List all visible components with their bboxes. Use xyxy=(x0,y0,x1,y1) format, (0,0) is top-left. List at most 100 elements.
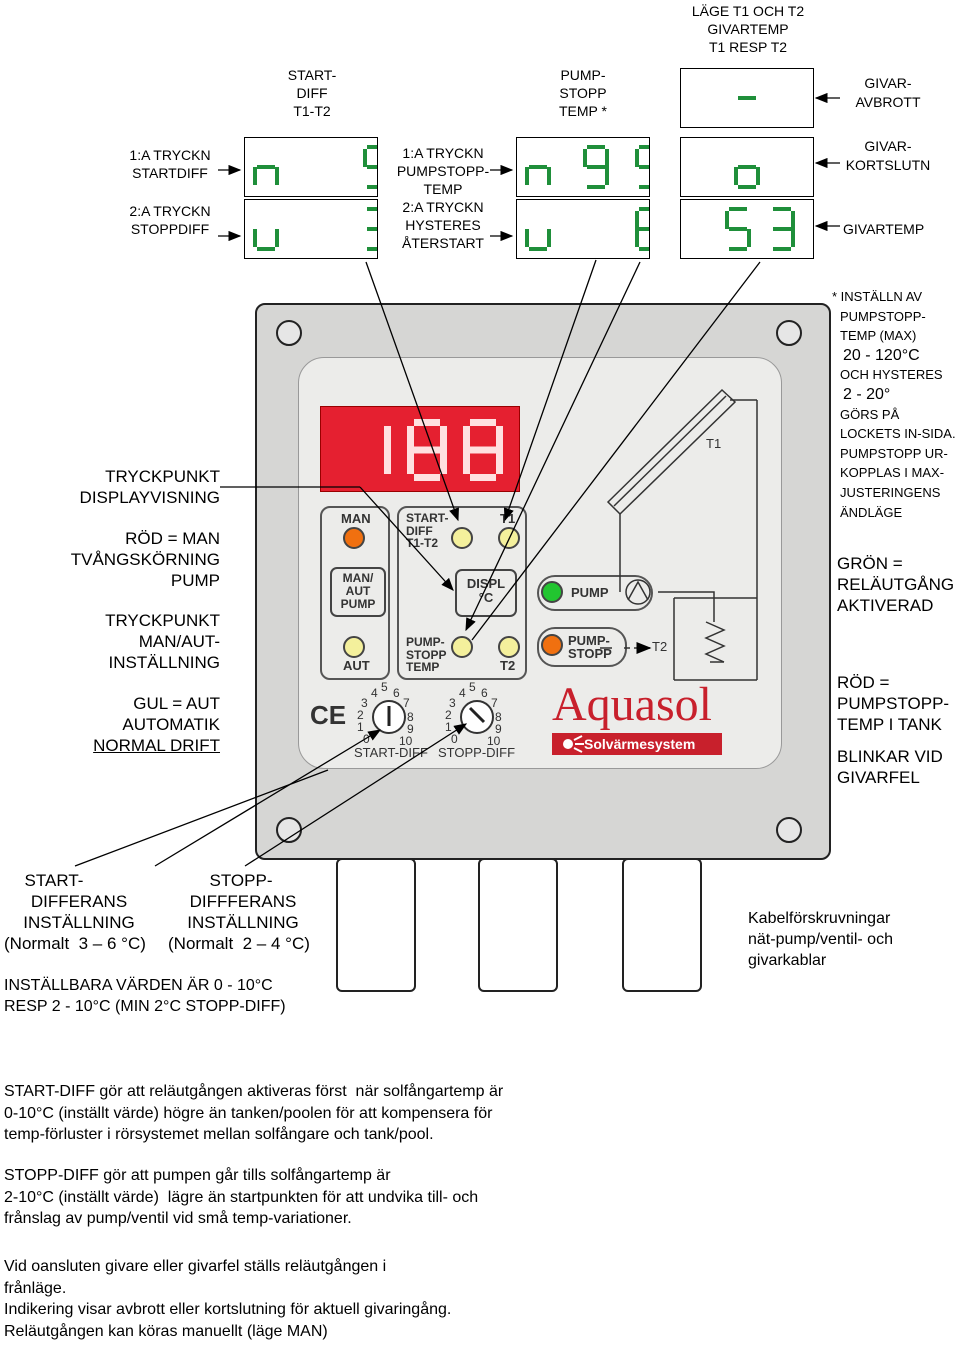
collector-t1-label: T1 xyxy=(706,436,722,451)
segment xyxy=(605,167,609,185)
segment xyxy=(414,446,440,454)
segment xyxy=(463,450,470,474)
segment xyxy=(367,145,377,149)
segment xyxy=(773,207,791,211)
man-label: MAN xyxy=(341,511,371,526)
segment xyxy=(791,211,795,229)
start-diff-led xyxy=(451,527,473,549)
settings-note: * INSTÄLLN AV PUMPSTOPP- TEMP (MAX) 20 -… xyxy=(832,289,956,520)
segment xyxy=(496,450,503,474)
display-stopp-diff xyxy=(244,199,378,259)
ce-mark: CE xyxy=(310,700,347,730)
start-diff-dial[interactable] xyxy=(372,700,406,734)
segment xyxy=(367,207,377,211)
segment xyxy=(407,426,414,450)
dial-number: 4 xyxy=(459,686,466,700)
segment xyxy=(440,450,447,474)
brand-logo: Aquasol xyxy=(552,678,712,731)
displ-button[interactable]: DISPL°C xyxy=(455,569,517,617)
dial-number: 7 xyxy=(403,696,410,710)
segment xyxy=(470,419,496,426)
man-led xyxy=(343,527,365,549)
segment xyxy=(738,165,756,169)
segment xyxy=(639,247,649,251)
segment xyxy=(367,227,377,231)
segment xyxy=(257,247,275,251)
stopp-diff-dial-label: STOPP-DIFF xyxy=(438,745,516,760)
stopp-diff-dial[interactable] xyxy=(460,700,494,734)
panel-t2-label: T2 xyxy=(500,658,516,673)
segment xyxy=(407,450,414,474)
brand-subtitle: Solvärmesystem xyxy=(552,733,722,755)
dial-number: 9 xyxy=(495,722,502,736)
screw-icon xyxy=(776,320,802,346)
segment xyxy=(635,149,639,167)
aut-led xyxy=(343,636,365,658)
display-givar-avbrott xyxy=(680,68,814,128)
segment xyxy=(729,247,747,251)
display-pumpstopp-temp xyxy=(516,137,650,197)
segment xyxy=(384,426,391,450)
segment xyxy=(738,185,756,189)
start-diff-dial-label: START-DIFF xyxy=(354,745,428,760)
givartemp-label: GIVARTEMP xyxy=(843,221,925,237)
dial-number: 2 xyxy=(445,708,452,722)
segment xyxy=(587,165,605,169)
segment xyxy=(525,229,529,247)
dial-number: 8 xyxy=(495,710,502,724)
segment xyxy=(738,96,756,100)
segment xyxy=(363,149,367,167)
segment xyxy=(605,149,609,167)
segment xyxy=(414,474,440,481)
segment xyxy=(747,229,751,247)
man-aut-strip xyxy=(320,506,390,680)
segment xyxy=(253,167,257,185)
segment xyxy=(440,426,447,450)
segment xyxy=(773,227,791,231)
dial-number: 6 xyxy=(481,686,488,700)
segment xyxy=(791,229,795,247)
aut-label: AUT xyxy=(343,658,370,673)
segment xyxy=(275,167,279,185)
segment xyxy=(639,165,649,169)
segment xyxy=(639,207,649,211)
dial-number: 10 xyxy=(487,734,501,748)
segment xyxy=(525,167,529,185)
segment xyxy=(463,426,470,450)
segment xyxy=(725,211,729,229)
screw-icon xyxy=(276,817,302,843)
segment xyxy=(367,247,377,251)
segment xyxy=(583,149,587,167)
screw-icon xyxy=(276,320,302,346)
display-hysteres xyxy=(516,199,650,259)
dial-number: 2 xyxy=(357,708,364,722)
segment xyxy=(635,229,639,247)
segment xyxy=(367,185,377,189)
segment xyxy=(635,211,639,229)
pump-led xyxy=(541,581,563,603)
screw-icon xyxy=(776,817,802,843)
panel-t1-label: T1 xyxy=(500,511,516,526)
panel-display xyxy=(320,406,520,492)
pump-stopp-label: PUMP-STOPP xyxy=(568,633,612,661)
pump-stopp-temp-led xyxy=(451,636,473,658)
givar-avbrott-label: GIVAR-AVBROTT xyxy=(855,75,921,110)
segment xyxy=(587,145,605,149)
dial-number: 0 xyxy=(363,732,370,746)
segment xyxy=(773,247,791,251)
segment xyxy=(547,167,551,185)
rod-pumpstopp-label: RÖD =PUMPSTOPP-TEMP I TANK xyxy=(837,673,950,734)
pump-label: PUMP xyxy=(571,585,609,600)
